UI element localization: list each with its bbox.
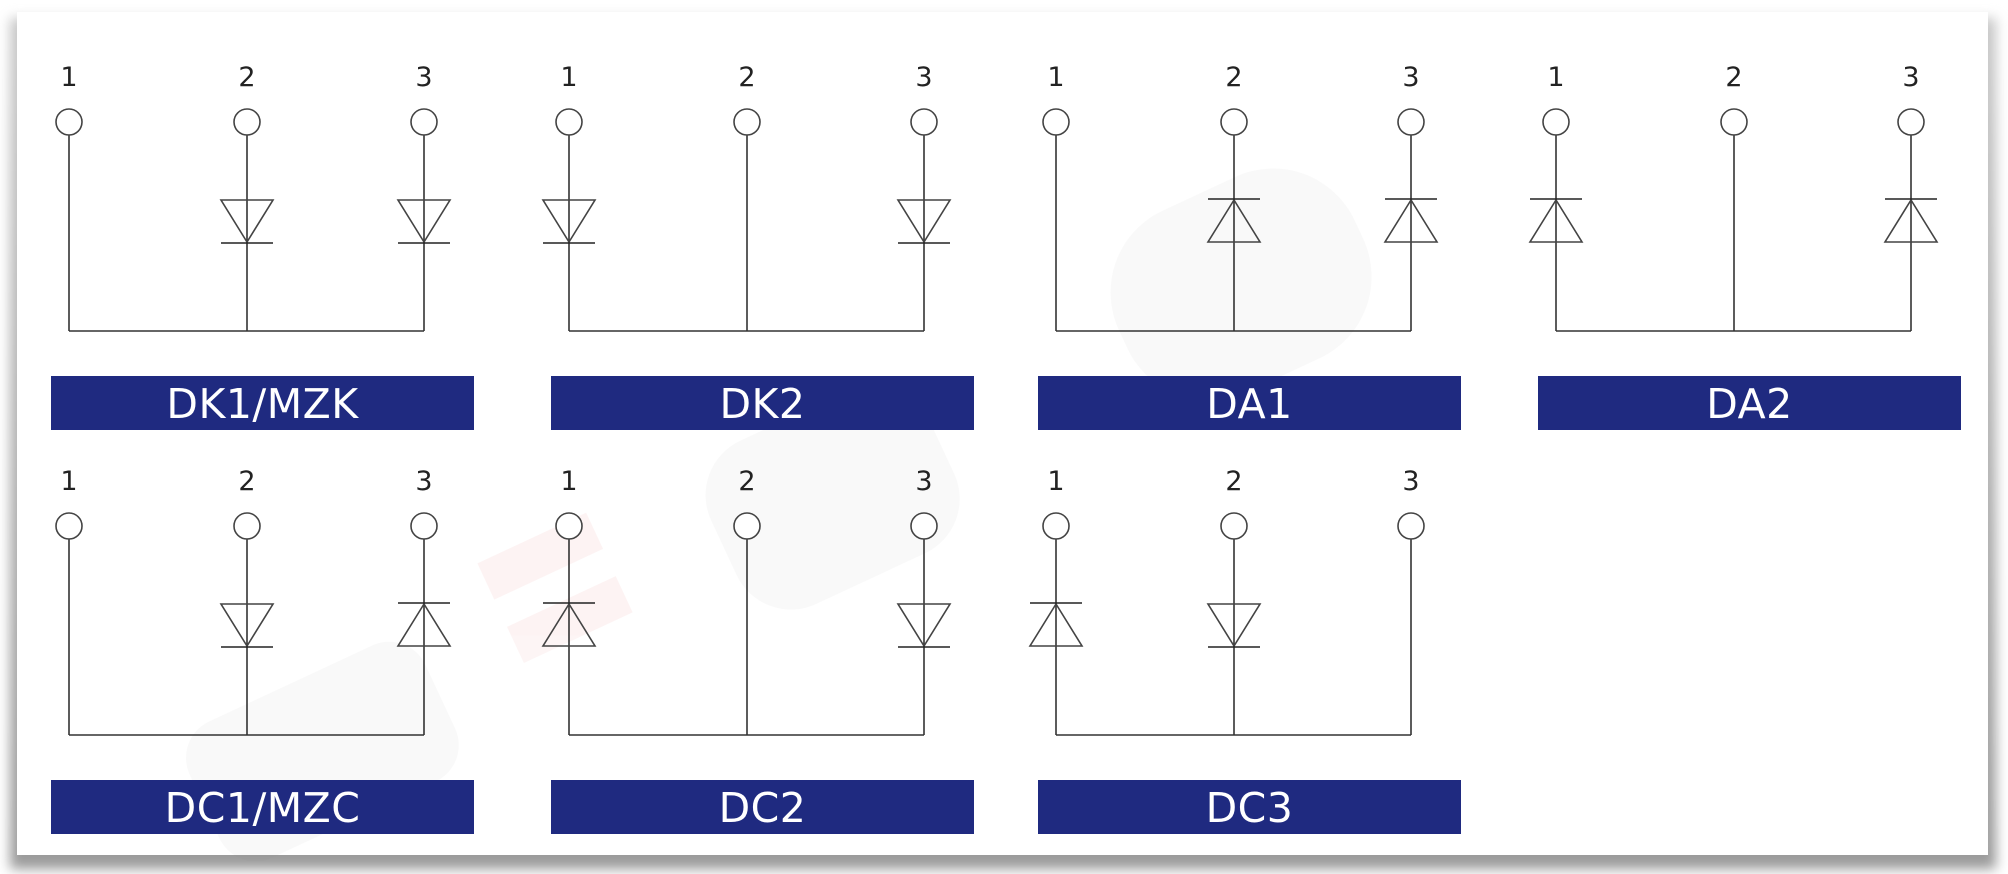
pin-number-2: 2	[238, 62, 256, 93]
diode-triangle	[1383, 198, 1439, 243]
diode-triangle	[541, 602, 597, 647]
terminal-circle-icon	[555, 108, 583, 136]
diode-triangle	[896, 603, 952, 648]
pin-number-3: 3	[1402, 466, 1420, 497]
pin-number-2: 2	[738, 466, 756, 497]
diagram-label: DC3	[1038, 780, 1461, 834]
diode-down-icon	[219, 199, 275, 244]
pin-number-1: 1	[60, 62, 78, 93]
terminal-circle-icon	[1720, 108, 1748, 136]
diode-triangle	[1528, 198, 1584, 243]
diagram-label: DA1	[1038, 376, 1461, 430]
pin-number-2: 2	[238, 466, 256, 497]
diagram-dc2	[541, 512, 952, 736]
diode-down-icon	[219, 603, 275, 648]
terminal-circle-icon	[910, 108, 938, 136]
terminal-circle-icon	[1397, 108, 1425, 136]
diode-up-icon	[396, 602, 452, 647]
diode-triangle	[396, 602, 452, 647]
diode-triangle	[1028, 602, 1084, 647]
terminal-circle-icon	[555, 512, 583, 540]
pin-number-1: 1	[560, 466, 578, 497]
pin-number-3: 3	[915, 466, 933, 497]
diode-down-icon	[896, 603, 952, 648]
terminal-circle-icon	[1897, 108, 1925, 136]
pin-number-3: 3	[415, 62, 433, 93]
diode-up-icon	[1883, 198, 1939, 243]
diode-triangle	[1206, 603, 1262, 648]
diode-down-icon	[541, 199, 597, 244]
terminal-circle-icon	[410, 108, 438, 136]
pin-number-3: 3	[415, 466, 433, 497]
diagram-label: DK1/MZK	[51, 376, 474, 430]
terminal-circle-icon	[233, 512, 261, 540]
pin-number-1: 1	[1547, 62, 1565, 93]
diode-up-icon	[541, 602, 597, 647]
pin-number-1: 1	[1047, 466, 1065, 497]
pin-number-2: 2	[1225, 466, 1243, 497]
pin-number-1: 1	[560, 62, 578, 93]
pin-number-2: 2	[1225, 62, 1243, 93]
diode-triangle	[896, 199, 952, 244]
terminal-circle-icon	[1220, 512, 1248, 540]
diagram-dc3	[1028, 512, 1425, 736]
diode-up-icon	[1206, 198, 1262, 243]
terminal-circle-icon	[1397, 512, 1425, 540]
terminal-circle-icon	[1042, 512, 1070, 540]
diode-triangle	[396, 199, 452, 244]
pin-number-3: 3	[1402, 62, 1420, 93]
terminal-circle-icon	[1542, 108, 1570, 136]
diagram-dk1-mzk	[55, 108, 452, 332]
diode-down-icon	[1206, 603, 1262, 648]
diode-down-icon	[396, 199, 452, 244]
diagram-dc1-mzc	[55, 512, 452, 736]
terminal-circle-icon	[1220, 108, 1248, 136]
diode-up-icon	[1028, 602, 1084, 647]
diagram-da2	[1528, 108, 1939, 332]
pin-number-3: 3	[915, 62, 933, 93]
terminal-circle-icon	[410, 512, 438, 540]
diode-triangle	[1206, 198, 1262, 243]
pin-number-3: 3	[1902, 62, 1920, 93]
terminal-circle-icon	[733, 108, 761, 136]
terminal-circle-icon	[55, 108, 83, 136]
pin-number-1: 1	[60, 466, 78, 497]
diagram-label: DC2	[551, 780, 974, 834]
terminal-circle-icon	[1042, 108, 1070, 136]
terminal-circle-icon	[233, 108, 261, 136]
diagram-label: DK2	[551, 376, 974, 430]
diode-up-icon	[1383, 198, 1439, 243]
diagram-da1	[1042, 108, 1439, 332]
diode-triangle	[219, 603, 275, 648]
diagram-label: DA2	[1538, 376, 1961, 430]
diagram-dk2	[541, 108, 952, 332]
pin-number-2: 2	[1725, 62, 1743, 93]
diode-triangle	[219, 199, 275, 244]
diode-triangle	[541, 199, 597, 244]
pin-number-2: 2	[738, 62, 756, 93]
diode-triangle	[1883, 198, 1939, 243]
terminal-circle-icon	[55, 512, 83, 540]
pin-number-1: 1	[1047, 62, 1065, 93]
diagram-label: DC1/MZC	[51, 780, 474, 834]
terminal-circle-icon	[910, 512, 938, 540]
diagram-card	[17, 12, 1988, 855]
diode-down-icon	[896, 199, 952, 244]
terminal-circle-icon	[733, 512, 761, 540]
diode-up-icon	[1528, 198, 1584, 243]
